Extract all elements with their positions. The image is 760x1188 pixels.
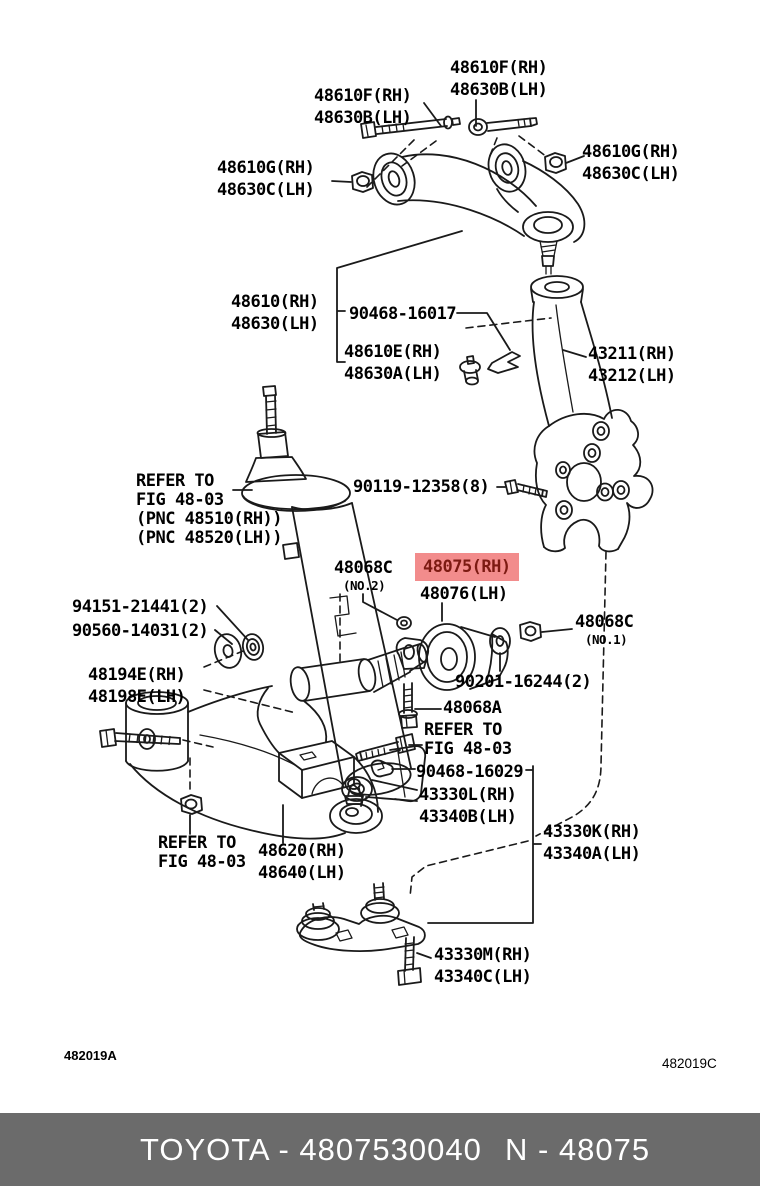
part-label-48068c-no2[interactable]: 48068C bbox=[334, 558, 393, 578]
part-label-43330k-43340a[interactable]: 43330K(RH) 43340A(LH) bbox=[543, 822, 641, 864]
part-label-48068a[interactable]: 48068A bbox=[443, 698, 502, 718]
part-label-48610g-48630c-right[interactable]: 48610G(RH) 48630C(LH) bbox=[582, 142, 680, 184]
steering-knuckle bbox=[530, 275, 654, 553]
part-label-48610f-48630b-side[interactable]: 48610F(RH) 48630B(LH) bbox=[314, 86, 412, 128]
figure-code-left: 482019A bbox=[64, 1048, 117, 1063]
part-label-48610e-48630a[interactable]: 48610E(RH) 48630A(LH) bbox=[344, 342, 442, 384]
part-label-90560-14031[interactable]: 90560-14031(2) bbox=[72, 621, 209, 641]
fasteners-43330l bbox=[344, 733, 416, 805]
upper-arm-nuts bbox=[351, 152, 567, 193]
footer-part-code: TOYOTA - 4807530040 bbox=[140, 1131, 482, 1167]
part-label-48610-48630[interactable]: 48610(RH) 48630(LH) bbox=[231, 292, 319, 334]
bushing-48075-assembly bbox=[395, 616, 542, 729]
part-label-48075-rh[interactable]: 48075(RH) bbox=[415, 553, 519, 581]
lower-ball-joint-43330m bbox=[296, 882, 426, 986]
part-label-90468-16029[interactable]: 90468-16029 bbox=[416, 762, 524, 782]
lower-control-arm bbox=[125, 643, 428, 840]
footer-part-number: N - 48075 bbox=[505, 1131, 651, 1167]
suspension-diagram-drawing bbox=[99, 99, 654, 986]
part-label-43330m-43340c[interactable]: 43330M(RH) 43340C(LH) bbox=[434, 945, 532, 987]
leader-lines bbox=[189, 99, 587, 959]
assembly-dashed-lines bbox=[182, 135, 607, 898]
upper-arm-bolts bbox=[360, 115, 538, 139]
part-label-48610g-48630c-left[interactable]: 48610G(RH) 48630C(LH) bbox=[217, 158, 315, 200]
clamp-48610e bbox=[459, 351, 521, 386]
figure-code-right: 482019C bbox=[662, 1056, 717, 1071]
strut-washers bbox=[213, 633, 265, 669]
lower-arm-nut bbox=[180, 794, 203, 815]
part-label-48068c-no2-sub[interactable]: (NO.2) bbox=[343, 578, 386, 593]
part-label-48068c-no1-sub[interactable]: (NO.1) bbox=[585, 632, 628, 647]
upper-control-arm bbox=[372, 143, 586, 275]
part-label-43211-43212[interactable]: 43211(RH) 43212(LH) bbox=[588, 344, 676, 386]
part-label-refer-fig-4803-mid: REFER TO FIG 48-03 bbox=[424, 720, 512, 759]
part-label-90119-12358[interactable]: 90119-12358(8) bbox=[353, 477, 490, 497]
part-label-48620-48640[interactable]: 48620(RH) 48640(LH) bbox=[258, 841, 346, 883]
part-label-48610f-48630b-top[interactable]: 48610F(RH) 48630B(LH) bbox=[450, 58, 548, 100]
part-label-94151-21441[interactable]: 94151-21441(2) bbox=[72, 597, 209, 617]
part-label-refer-fig-4803-strut: REFER TO FIG 48-03 (PNC 48510(RH)) (PNC … bbox=[136, 471, 283, 548]
part-label-90201-16244[interactable]: 90201-16244(2) bbox=[455, 672, 592, 692]
part-label-43330l-43340b[interactable]: 43330L(RH) 43340B(LH) bbox=[419, 785, 517, 827]
part-label-90468-16017[interactable]: 90468-16017 bbox=[349, 304, 457, 324]
part-labels-layer: 48610F(RH) 48630B(LH) 48610F(RH) 48630B(L… bbox=[72, 58, 680, 987]
footer-bar: TOYOTA - 4807530040 N - 48075 bbox=[0, 1113, 760, 1186]
part-label-48076-lh[interactable]: 48076(LH) bbox=[420, 584, 508, 604]
knuckle-bolt-90119 bbox=[504, 479, 548, 498]
part-label-refer-fig-4803-bottom: REFER TO FIG 48-03 bbox=[158, 833, 246, 872]
lower-arm-front-bolt bbox=[99, 728, 181, 748]
part-label-48194e-48198e[interactable]: 48194E(RH) 48198E(LH) bbox=[88, 665, 186, 707]
part-label-48068c-no1[interactable]: 48068C bbox=[575, 612, 634, 632]
